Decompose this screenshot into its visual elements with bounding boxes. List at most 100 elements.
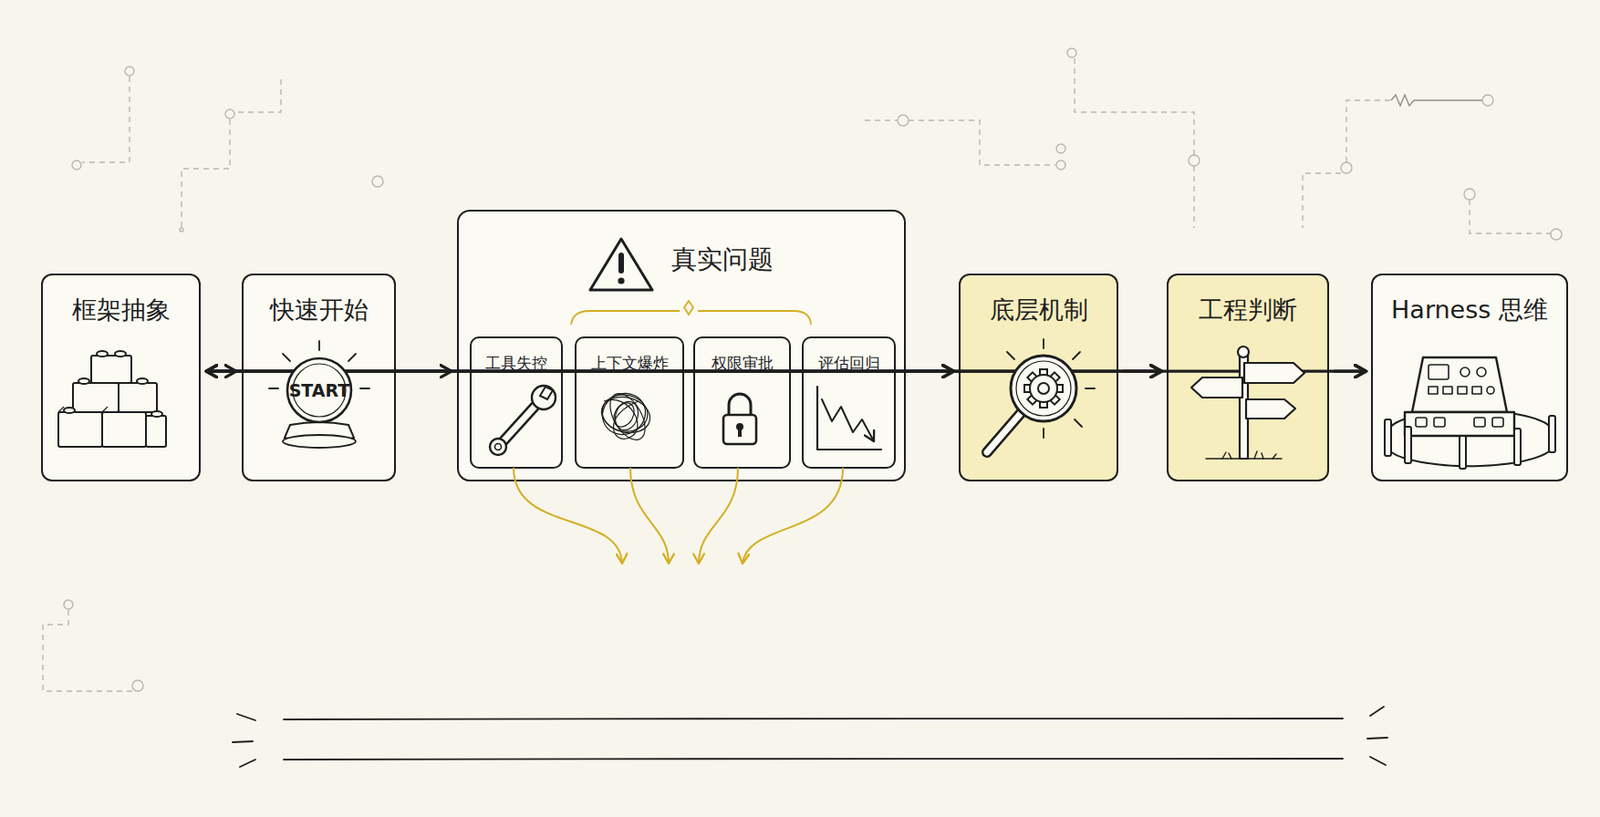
control-panel bbox=[1384, 419, 1392, 457]
control-panel bbox=[1415, 364, 1504, 427]
magnifier-icon bbox=[1039, 369, 1048, 377]
control-panel bbox=[1486, 386, 1495, 395]
circuit-trace bbox=[864, 119, 898, 121]
magnifier-icon bbox=[1072, 352, 1081, 360]
control-panel bbox=[1384, 357, 1556, 469]
problem-box: 上下文爆炸 bbox=[574, 336, 685, 469]
lock-icon bbox=[736, 423, 744, 431]
circuit-trace bbox=[908, 120, 1056, 166]
node-label: 快速开始 bbox=[243, 295, 395, 325]
circuit-trace bbox=[82, 76, 130, 163]
signpost-icon bbox=[1191, 346, 1305, 459]
circuit-trace bbox=[1056, 144, 1066, 154]
warning-icon bbox=[618, 252, 624, 274]
magnifier-icon bbox=[1055, 384, 1063, 393]
process-box: 框架抽象 bbox=[41, 273, 201, 482]
process-box: 底层机制 bbox=[958, 273, 1119, 482]
start-button bbox=[269, 341, 370, 448]
magnifier-icon bbox=[1074, 419, 1082, 427]
start-button bbox=[284, 422, 354, 443]
circuit-trace bbox=[897, 114, 909, 126]
magnifier-icon bbox=[1010, 355, 1077, 422]
double-rule bbox=[1370, 757, 1386, 766]
brick-stack bbox=[114, 351, 126, 357]
control-panel bbox=[1428, 386, 1438, 395]
brick-stack bbox=[63, 407, 75, 414]
process-box: Harness 思维 bbox=[1371, 273, 1569, 482]
lock-icon bbox=[723, 415, 757, 445]
double-rule bbox=[1367, 737, 1388, 739]
node-label: 权限审批 bbox=[695, 353, 790, 373]
control-panel bbox=[1404, 412, 1515, 437]
double-rule bbox=[239, 759, 256, 768]
control-panel bbox=[1433, 417, 1445, 427]
circuit-trace bbox=[1074, 58, 1195, 156]
magnifier-icon bbox=[1016, 361, 1071, 416]
circuit-trace bbox=[63, 600, 73, 610]
start-button bbox=[360, 387, 370, 390]
wrench-icon bbox=[531, 385, 556, 410]
problem-box: 权限审批 bbox=[693, 336, 791, 469]
brick-stack bbox=[78, 378, 90, 385]
wrench-icon bbox=[499, 406, 535, 446]
flow-arrow bbox=[910, 370, 954, 374]
tangle-icon bbox=[599, 391, 651, 436]
magnifier-icon bbox=[1029, 374, 1058, 403]
brick-stack bbox=[72, 383, 119, 413]
node-label: 框架抽象 bbox=[42, 295, 199, 325]
circuit-trace bbox=[1482, 94, 1494, 106]
control-panel bbox=[1415, 417, 1427, 427]
tangle-icon bbox=[603, 399, 639, 439]
control-panel bbox=[1514, 428, 1521, 466]
wrench-icon bbox=[495, 444, 502, 451]
flow-arrow bbox=[206, 370, 1163, 374]
yellow-brace bbox=[697, 311, 811, 325]
circuit-trace bbox=[225, 109, 235, 119]
decline-chart bbox=[817, 386, 882, 450]
control-panel bbox=[1459, 436, 1466, 469]
circuit-trace bbox=[1469, 199, 1551, 234]
start-button bbox=[269, 387, 279, 390]
control-panel bbox=[1387, 443, 1554, 467]
control-panel bbox=[1472, 386, 1482, 395]
start-button bbox=[348, 353, 356, 362]
circuit-trace bbox=[1188, 155, 1200, 167]
brick-stack bbox=[118, 383, 157, 413]
double-rule bbox=[283, 718, 1343, 720]
signpost-icon bbox=[1239, 355, 1248, 459]
brick-stack bbox=[102, 412, 146, 447]
process-box: 真实问题工具失控上下文爆炸权限审批评估回归 bbox=[457, 209, 906, 482]
start-button bbox=[318, 341, 321, 351]
control-panel bbox=[1457, 386, 1467, 395]
tangle-icon bbox=[594, 385, 654, 443]
signpost-icon bbox=[1237, 346, 1249, 358]
yellow-leader bbox=[513, 467, 623, 564]
node-label: 评估回归 bbox=[803, 353, 894, 373]
problem-box: 评估回归 bbox=[801, 336, 896, 469]
magnifier-icon bbox=[1007, 352, 1015, 360]
double-rule bbox=[232, 706, 1388, 768]
flow-arrow bbox=[1122, 370, 1162, 374]
magnifier-icon bbox=[1042, 339, 1045, 349]
flow-arrow bbox=[1333, 370, 1366, 374]
tangle-icon bbox=[594, 385, 655, 447]
circuit-trace bbox=[1193, 166, 1195, 229]
control-panel bbox=[1443, 386, 1453, 395]
start-button bbox=[269, 341, 370, 389]
control-panel bbox=[1412, 357, 1507, 413]
signpost-icon bbox=[1191, 377, 1243, 398]
double-rule bbox=[237, 714, 256, 721]
yellow-leader bbox=[630, 467, 669, 564]
magnifier-icon bbox=[987, 412, 1022, 453]
control-panel bbox=[1476, 367, 1486, 377]
control-panel bbox=[1404, 426, 1412, 464]
yellow-leader bbox=[698, 467, 738, 564]
circuit-trace bbox=[132, 680, 144, 692]
circuit-trace bbox=[42, 48, 1562, 692]
lock-icon bbox=[723, 394, 757, 445]
circuit-trace bbox=[235, 79, 281, 113]
magnifier-icon bbox=[1085, 387, 1095, 390]
control-panel bbox=[1388, 410, 1552, 437]
brick-stack bbox=[91, 355, 132, 384]
double-rule bbox=[1370, 706, 1384, 717]
